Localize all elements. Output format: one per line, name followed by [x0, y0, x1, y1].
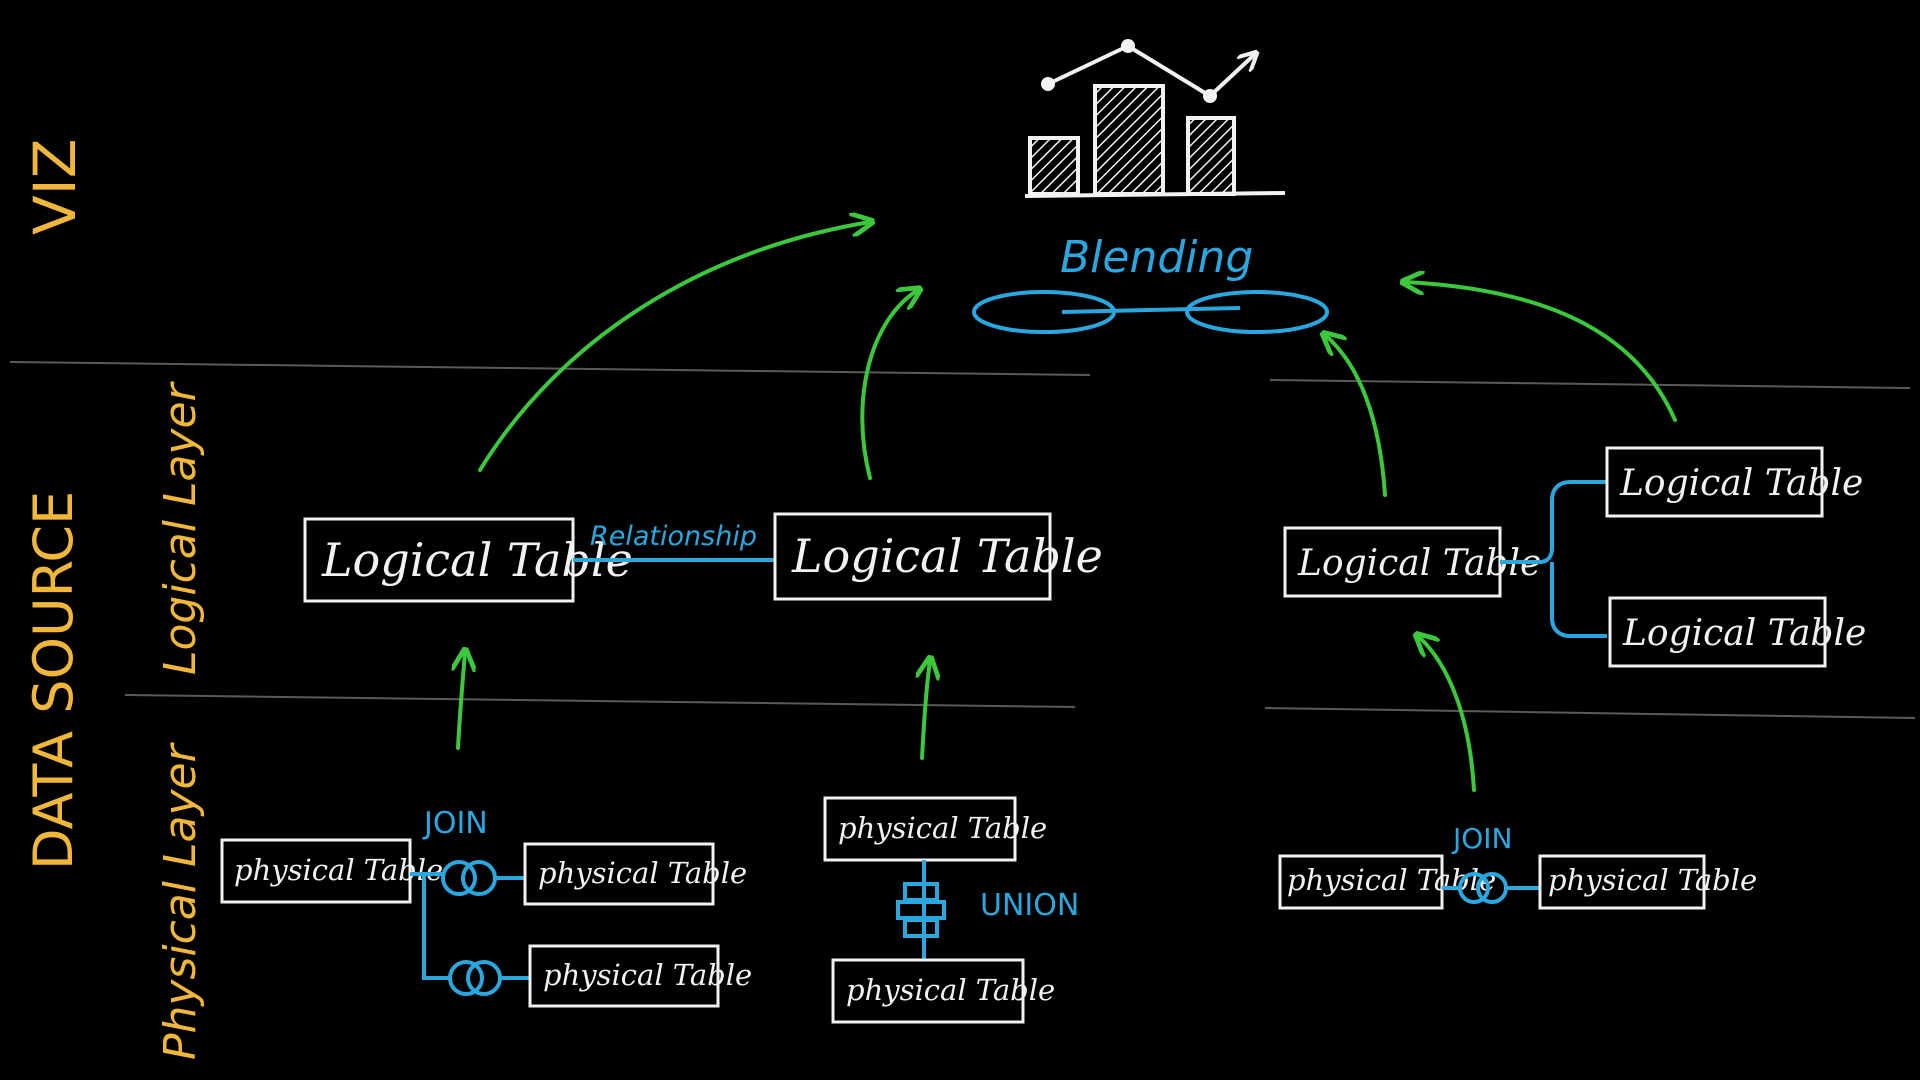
logical-table-right-top-label: Logical Table — [1619, 463, 1863, 504]
divider-logical-right — [1264, 707, 1916, 719]
logical-tree-connector — [1500, 480, 1607, 638]
logical-table-right-bottom[interactable]: Logical Table — [1608, 596, 1866, 668]
arrow-physical-to-logical-left — [458, 652, 465, 750]
data-source-layer-label: DATA SOURCE — [22, 491, 85, 870]
physical-table-b[interactable]: physical Table — [523, 842, 747, 906]
arrow-right-top-to-blending — [1405, 282, 1677, 422]
physical-table-right-b-label: physical Table — [1548, 863, 1757, 897]
union-label: UNION — [980, 888, 1079, 923]
logical-layer-label: Logical Layer — [155, 380, 206, 675]
join-icon-left-bottom — [422, 874, 530, 996]
physical-table-d-label: physical Table — [838, 811, 1047, 845]
relationship-label: Relationship — [590, 521, 757, 552]
divider-viz-left — [9, 361, 1091, 376]
arrow-right-model-to-blending — [1325, 335, 1387, 497]
arrow-physical-to-logical-right — [1418, 636, 1476, 792]
union-icon — [896, 860, 946, 960]
arrow-right-logical-to-viz — [860, 290, 918, 480]
logical-table-right-top[interactable]: Logical Table — [1605, 446, 1863, 518]
divider-logical-left — [124, 694, 1076, 708]
physical-table-e-label: physical Table — [846, 973, 1055, 1007]
physical-table-b-label: physical Table — [538, 856, 747, 890]
logical-table-middle[interactable]: Logical Table — [773, 512, 1103, 601]
viz-layer-label: VIZ — [21, 138, 89, 235]
physical-table-c-label: physical Table — [543, 958, 752, 992]
chart-icon — [1024, 39, 1286, 198]
join-icon-right — [1442, 872, 1540, 904]
logical-table-middle-label: Logical Table — [791, 529, 1103, 583]
join-icon-left-top — [410, 860, 525, 896]
join-label-right: JOIN — [1451, 822, 1513, 855]
physical-table-c[interactable]: physical Table — [528, 944, 752, 1008]
blending-link-icon — [972, 290, 1329, 334]
logical-table-right-bottom-label: Logical Table — [1622, 613, 1866, 654]
physical-table-right-b[interactable]: physical Table — [1538, 854, 1757, 910]
join-label-left: JOIN — [422, 806, 488, 841]
physical-table-e[interactable]: physical Table — [831, 958, 1055, 1024]
arrow-physical-to-logical-middle — [922, 660, 930, 760]
physical-table-a[interactable]: physical Table — [220, 838, 443, 904]
physical-table-d[interactable]: physical Table — [823, 796, 1047, 862]
divider-viz-right — [1269, 379, 1911, 389]
physical-layer-label: Physical Layer — [155, 741, 206, 1060]
blending-label: Blending — [1060, 232, 1253, 283]
physical-table-a-label: physical Table — [234, 853, 443, 887]
arrow-left-logical-to-viz — [478, 222, 870, 472]
